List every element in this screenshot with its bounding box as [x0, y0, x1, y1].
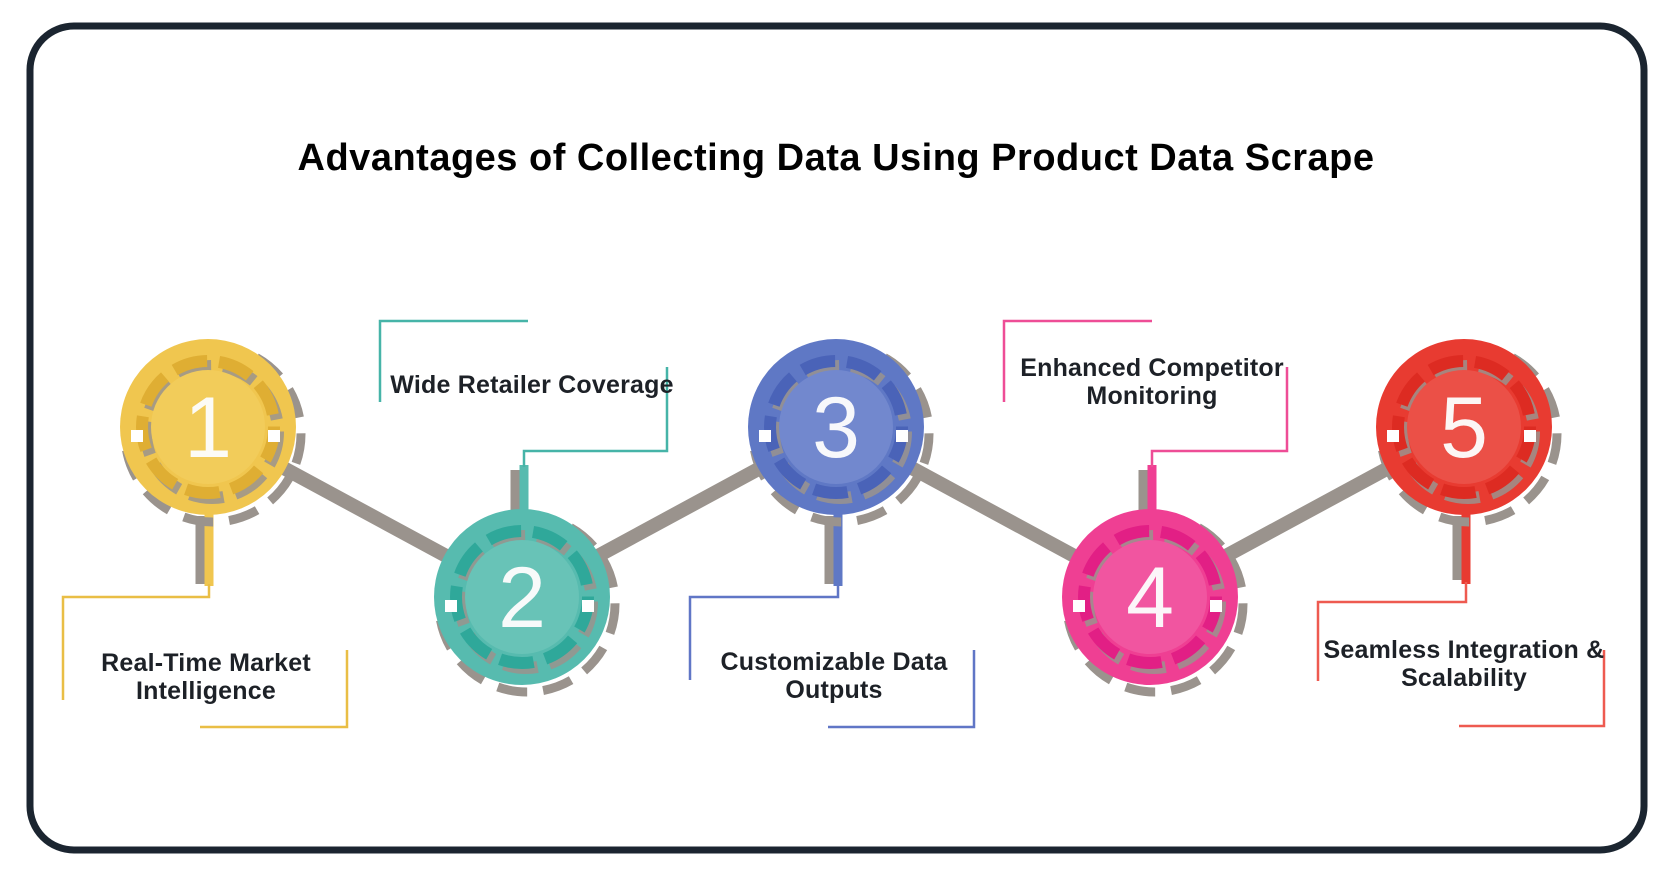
step-1-label-line1: Real-Time Market: [101, 649, 311, 677]
step-5-label-line1: Seamless Integration &: [1324, 636, 1605, 664]
step-2-corner-bracket: [378, 319, 528, 402]
step-3-elbow-line: [688, 584, 840, 680]
step-4-left-notch: [1073, 600, 1085, 612]
step-2: 2 Wide Retailer Coverage: [378, 319, 674, 697]
step-5-number: 5: [1440, 380, 1488, 476]
step-1-left-notch: [131, 430, 143, 442]
step-4-corner-bracket: [1002, 319, 1152, 402]
step-3-dashed-ring: [764, 355, 908, 499]
step-5-label-line2: Scalability: [1401, 664, 1527, 692]
step-5-number-disc: [1407, 370, 1521, 484]
step-2-dashed-ring: [450, 525, 594, 669]
step-3-number: 3: [812, 380, 860, 476]
step-4-label-line2: Monitoring: [1086, 382, 1217, 410]
step-3-left-notch: [759, 430, 771, 442]
step-4-number: 4: [1126, 550, 1174, 646]
step-1-elbow-line: [61, 584, 211, 700]
step-5-corner-bracket: [1459, 650, 1606, 728]
step-3-label-line1: Customizable Data: [720, 648, 948, 676]
step-4-dashed-ring: [1078, 525, 1222, 669]
step-3-corner-bracket: [828, 650, 976, 729]
step-4: 4 Enhanced Competitor Monitoring: [1002, 319, 1289, 697]
step-1-corner-bracket: [200, 650, 349, 729]
step-1-dashed-ring: [136, 355, 280, 499]
step-3: 3 Customizable Data Outputs: [688, 339, 976, 729]
step-4-right-notch: [1210, 600, 1222, 612]
step-1-label-line2: Intelligence: [136, 677, 276, 705]
step-1-number-disc: [151, 370, 265, 484]
step-1: 1 Real-Time Market Intelligence: [61, 339, 349, 729]
step-2-number: 2: [498, 550, 546, 646]
step-3-right-notch: [896, 430, 908, 442]
step-4-label-line1: Enhanced Competitor: [1020, 354, 1284, 382]
step-2-right-notch: [582, 600, 594, 612]
step-2-left-notch: [445, 600, 457, 612]
step-4-number-disc: [1093, 540, 1207, 654]
step-2-label-line1: Wide Retailer Coverage: [390, 371, 673, 399]
step-4-elbow-line: [1150, 367, 1289, 467]
step-2-number-disc: [465, 540, 579, 654]
step-5: 5 Seamless Integration & Scalability: [1316, 339, 1606, 728]
border-frame: [26, 22, 1648, 854]
step-3-number-disc: [779, 370, 893, 484]
step-5-dashed-ring: [1392, 355, 1536, 499]
step-5-right-notch: [1524, 430, 1536, 442]
page-title: Advantages of Collecting Data Using Prod…: [298, 137, 1375, 179]
step-2-elbow-line: [522, 367, 669, 467]
step-1-right-notch: [268, 430, 280, 442]
step-1-number: 1: [184, 380, 232, 476]
step-5-left-notch: [1387, 430, 1399, 442]
step-5-elbow-line: [1316, 582, 1468, 681]
step-3-label-line2: Outputs: [785, 676, 882, 704]
